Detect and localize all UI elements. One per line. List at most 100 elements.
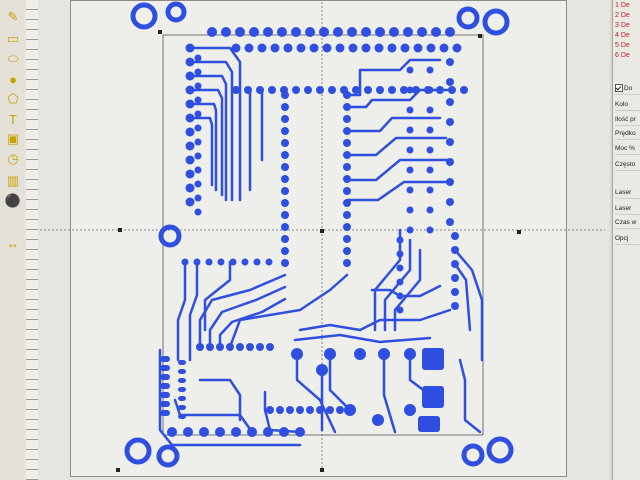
layer-label: De [620, 52, 630, 59]
enable-checkbox-row[interactable]: Do [615, 84, 640, 95]
layer-item-2[interactable]: 2 De [615, 12, 630, 19]
trace [345, 58, 442, 97]
pad [406, 126, 414, 134]
pad [445, 27, 455, 37]
pad [406, 186, 414, 194]
pad [446, 198, 454, 206]
prop-row-2[interactable]: Prędko [615, 129, 640, 140]
prop-row-0[interactable]: Kolo [615, 100, 640, 111]
selection-handle [116, 468, 120, 472]
pad [194, 208, 202, 216]
pad [281, 187, 289, 195]
prop-row-4[interactable]: Często [615, 160, 640, 171]
layer-item-1[interactable]: 1 De [615, 2, 630, 9]
prop-row-1[interactable]: Ilość pr [615, 115, 640, 126]
trace [408, 352, 432, 397]
pad [451, 288, 459, 296]
pad [406, 226, 414, 234]
pad [326, 406, 334, 414]
pad [194, 180, 202, 188]
pad [446, 78, 454, 86]
prop-label-0: Kolo [615, 101, 629, 108]
layer-item-4[interactable]: 4 De [615, 32, 630, 39]
layer-label: De [620, 42, 630, 49]
pad [426, 226, 434, 234]
laser-row-1[interactable]: Laser [615, 204, 640, 215]
pad [217, 258, 225, 266]
option-row[interactable]: Opcj [615, 234, 640, 245]
trace [382, 352, 397, 434]
pad [199, 427, 209, 437]
pad [426, 166, 434, 174]
image-icon[interactable]: ▣ [6, 131, 20, 146]
pad [194, 124, 202, 132]
pad [256, 343, 264, 351]
pad [249, 27, 259, 37]
pad [185, 71, 195, 81]
rectangle-icon[interactable]: ▭ [6, 31, 20, 46]
pad [446, 218, 454, 226]
text-icon[interactable]: T [9, 111, 17, 127]
layer-item-3[interactable]: 3 De [615, 22, 630, 29]
pad [361, 43, 371, 53]
trace [295, 352, 337, 434]
pad [446, 98, 454, 106]
polygon-icon[interactable]: ⬠ [7, 91, 19, 106]
layer-label: De [620, 2, 630, 9]
pad [406, 66, 414, 74]
selection-handle [320, 229, 324, 233]
trace [453, 248, 484, 362]
pen-icon[interactable]: ✎ [7, 9, 19, 24]
ruler-icon[interactable]: ↔ [6, 235, 20, 251]
pad [194, 152, 202, 160]
pad [376, 86, 384, 94]
circle-icon[interactable]: ● [9, 71, 17, 87]
trace [373, 228, 402, 332]
pad [277, 27, 287, 37]
clock-icon[interactable]: ◷ [7, 151, 19, 166]
laser-row-2[interactable]: Czas w [615, 218, 640, 229]
trace [198, 273, 287, 349]
pad [265, 258, 273, 266]
prop-row-3[interactable]: Moc % [615, 144, 640, 155]
pad [281, 139, 289, 147]
enable-checkbox[interactable] [615, 84, 623, 93]
smd-pad [422, 348, 444, 370]
layer-number: 3 [615, 22, 619, 29]
smd-pad [160, 356, 170, 362]
prop-label-3: Moc % [615, 145, 635, 152]
trace [458, 358, 482, 434]
pad [343, 115, 351, 123]
pad [185, 85, 195, 95]
layer-label: De [620, 32, 630, 39]
pad [215, 427, 225, 437]
layer-item-5[interactable]: 5 De [615, 42, 630, 49]
laser-row-0[interactable]: Laser [615, 188, 640, 199]
pad [194, 166, 202, 174]
pad [375, 27, 385, 37]
ellipse-icon[interactable]: ⬭ [7, 51, 19, 66]
pad [266, 406, 274, 414]
pad [387, 43, 397, 53]
pad [343, 211, 351, 219]
barcode-icon[interactable]: ▥ [6, 173, 20, 188]
pad [235, 27, 245, 37]
option-label: Opcj [615, 235, 629, 242]
pad [389, 27, 399, 37]
pad [322, 43, 332, 53]
layer-number: 6 [615, 52, 619, 59]
pad [232, 86, 240, 94]
smd-pad [160, 410, 170, 416]
pad [426, 186, 434, 194]
layer-number: 5 [615, 42, 619, 49]
traffic-light-icon[interactable]: ⚫ [4, 193, 22, 208]
mounting-hole [124, 437, 152, 465]
layer-item-6[interactable]: 6 De [615, 52, 630, 59]
smd-pad [178, 405, 186, 410]
trace [218, 297, 287, 349]
trace [298, 308, 452, 332]
pad [426, 43, 436, 53]
pad [413, 43, 423, 53]
pad [281, 199, 289, 207]
